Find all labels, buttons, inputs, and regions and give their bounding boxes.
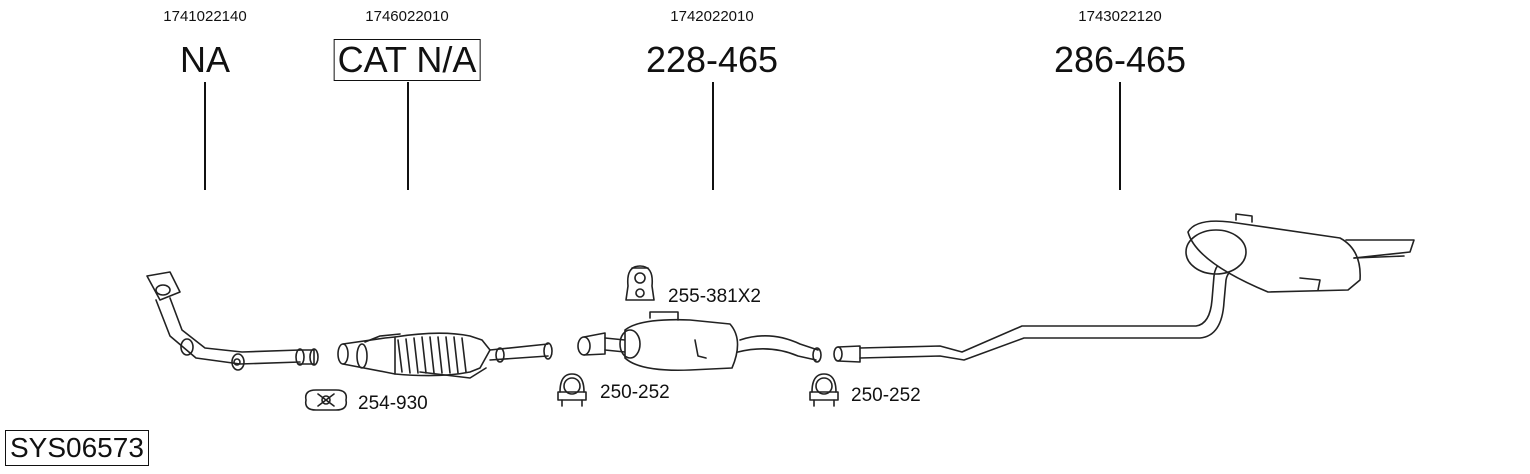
part-code-front-pipe: 1741022140 <box>163 8 247 25</box>
accessory-label-hanger: 255-381X2 <box>668 286 761 307</box>
flange-clamp-icon <box>304 389 348 411</box>
middle-silencer-drawing <box>577 311 822 372</box>
u-bolt-clamp-icon <box>557 373 587 407</box>
leader-line-rear-silencer <box>1119 82 1121 190</box>
accessory-label-clamp-2: 250-252 <box>851 385 921 406</box>
leader-line-middle-silencer <box>712 82 714 190</box>
leader-line-front-pipe <box>204 82 206 190</box>
part-code-middle-silencer: 1742022010 <box>670 8 754 25</box>
part-code-rear-silencer: 1743022120 <box>1078 8 1162 25</box>
accessory-label-clamp-1: 250-252 <box>600 382 670 403</box>
part-number-middle-silencer: 228-465 <box>645 39 779 80</box>
front-pipe-drawing <box>146 271 319 371</box>
part-number-catalyst: CAT N/A <box>333 39 481 81</box>
u-bolt-clamp-icon <box>809 373 839 407</box>
part-number-front-pipe: NA <box>179 39 231 80</box>
catalyst-drawing <box>337 332 553 379</box>
part-code-catalyst: 1746022010 <box>365 8 449 25</box>
part-number-rear-silencer: 286-465 <box>1053 39 1187 80</box>
rubber-hanger-icon <box>625 265 655 301</box>
leader-line-catalyst <box>407 82 409 190</box>
rear-silencer-drawing <box>833 213 1415 363</box>
accessory-label-flange-clamp: 254-930 <box>358 393 428 414</box>
system-code-label: SYS06573 <box>5 430 149 466</box>
